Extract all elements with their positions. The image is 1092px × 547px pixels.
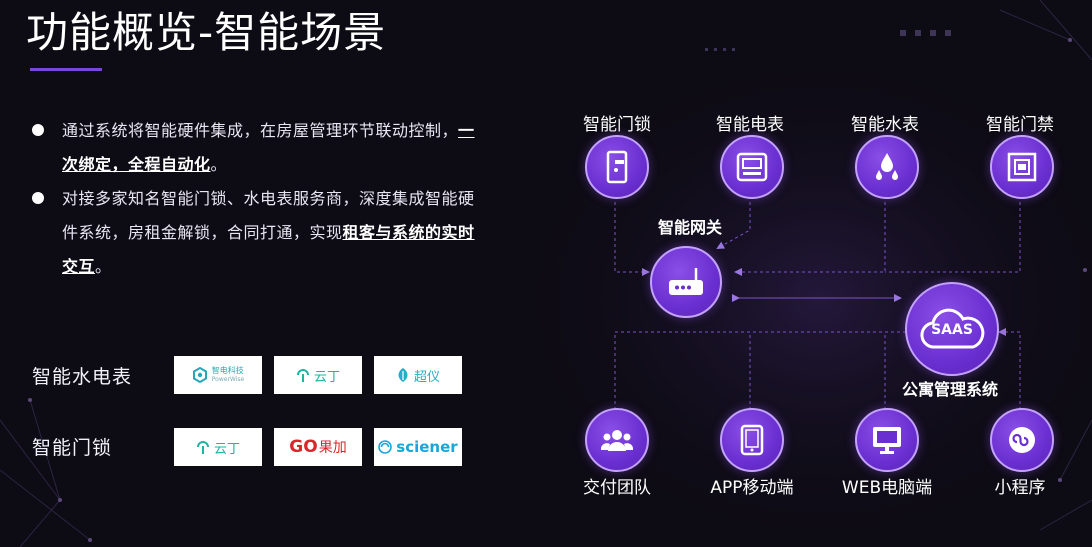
device-label-access-control: 智能门禁 — [986, 115, 1054, 135]
logo-text: 云丁 — [313, 369, 340, 385]
logo-text: 智电科技 — [211, 366, 244, 375]
saas-node: SAAS — [905, 282, 999, 376]
device-node-access-control — [990, 135, 1054, 199]
logo-subtext: PowerWise — [211, 376, 245, 383]
logo-subtext: 果加 — [318, 440, 347, 456]
meter-category-label: 智能水电表 — [32, 366, 133, 388]
page-title: 功能概览-智能场景 — [26, 8, 387, 57]
logo-text: 超仪 — [413, 369, 440, 385]
client-node-web — [855, 408, 919, 472]
feature-bullets: 通过系统将智能硬件集成，在房屋管理环节联动控制，一次绑定，全程自动化。 对接多家… — [32, 114, 482, 284]
saas-label: 公寓管理系统 — [901, 380, 999, 399]
sciener-logo-icon — [378, 440, 393, 454]
client-label-web: WEB电脑端 — [841, 478, 933, 498]
device-label-water-meter: 智能水表 — [851, 115, 919, 135]
client-node-delivery-team — [585, 408, 649, 472]
door-lock-icon — [606, 150, 628, 184]
partner-logo-yunding-lock: 云丁 — [174, 428, 262, 466]
device-node-water-meter — [855, 135, 919, 199]
yunding-logo-icon — [296, 369, 309, 382]
bullet-highlight: 租客与系统的实时交互 — [62, 223, 475, 276]
bullet-highlight: 一次绑定，全程自动化 — [62, 121, 475, 174]
bullet-dot-icon — [32, 192, 44, 204]
water-drop-icon — [876, 153, 898, 180]
bullet-dot-icon — [32, 124, 44, 136]
device-label-lock: 智能门锁 — [583, 115, 651, 135]
cloud-icon — [920, 308, 985, 349]
partner-logo-sciener: sciener — [374, 428, 462, 466]
access-control-icon — [1007, 152, 1037, 182]
gateway-label: 智能网关 — [657, 218, 723, 237]
bullet-text: 对接多家知名智能门锁、水电表服务商，深度集成智能硬件系统，房租金解锁，合同打通，… — [62, 189, 475, 242]
hexagon-logo-icon — [192, 367, 207, 383]
router-icon — [669, 268, 703, 295]
monitor-icon — [873, 427, 901, 454]
partner-logo-yunding: 云丁 — [274, 356, 362, 394]
client-label-mini-program: 小程序 — [994, 478, 1046, 498]
client-label-delivery-team: 交付团队 — [583, 478, 651, 498]
device-label-electric-meter: 智能电表 — [716, 115, 784, 135]
mini-program-icon — [1009, 427, 1035, 453]
device-node-electric-meter — [720, 135, 784, 199]
client-node-app — [720, 408, 784, 472]
gateway-node — [650, 246, 722, 318]
bullet-item: 对接多家知名智能门锁、水电表服务商，深度集成智能硬件系统，房租金解锁，合同打通，… — [32, 182, 482, 284]
tablet-icon — [740, 424, 764, 456]
bullet-tail: 。 — [95, 257, 112, 276]
saas-text: SAAS — [931, 322, 973, 338]
team-icon — [601, 430, 633, 451]
partner-logo-guojia: GO 果加 — [274, 428, 362, 466]
lock-category-label: 智能门锁 — [32, 437, 113, 459]
client-label-app: APP移动端 — [710, 478, 794, 498]
bullet-tail: 。 — [210, 155, 228, 174]
partner-logo-chaoyi: 超仪 — [374, 356, 462, 394]
partner-logo-powerwise: 智电科技 PowerWise — [174, 356, 262, 394]
client-node-mini-program — [990, 408, 1054, 472]
logo-text: GO — [289, 437, 318, 457]
bullet-text: 通过系统将智能硬件集成，在房屋管理环节联动控制， — [62, 121, 459, 140]
logo-text: sciener — [396, 438, 458, 456]
yunding-logo-icon — [196, 441, 209, 454]
leaf-logo-icon — [398, 368, 408, 382]
electric-meter-icon — [736, 152, 768, 182]
bullet-item: 通过系统将智能硬件集成，在房屋管理环节联动控制，一次绑定，全程自动化。 — [32, 114, 482, 182]
logo-text: 云丁 — [213, 441, 240, 457]
title-underline — [30, 68, 102, 71]
device-node-lock — [585, 135, 649, 199]
